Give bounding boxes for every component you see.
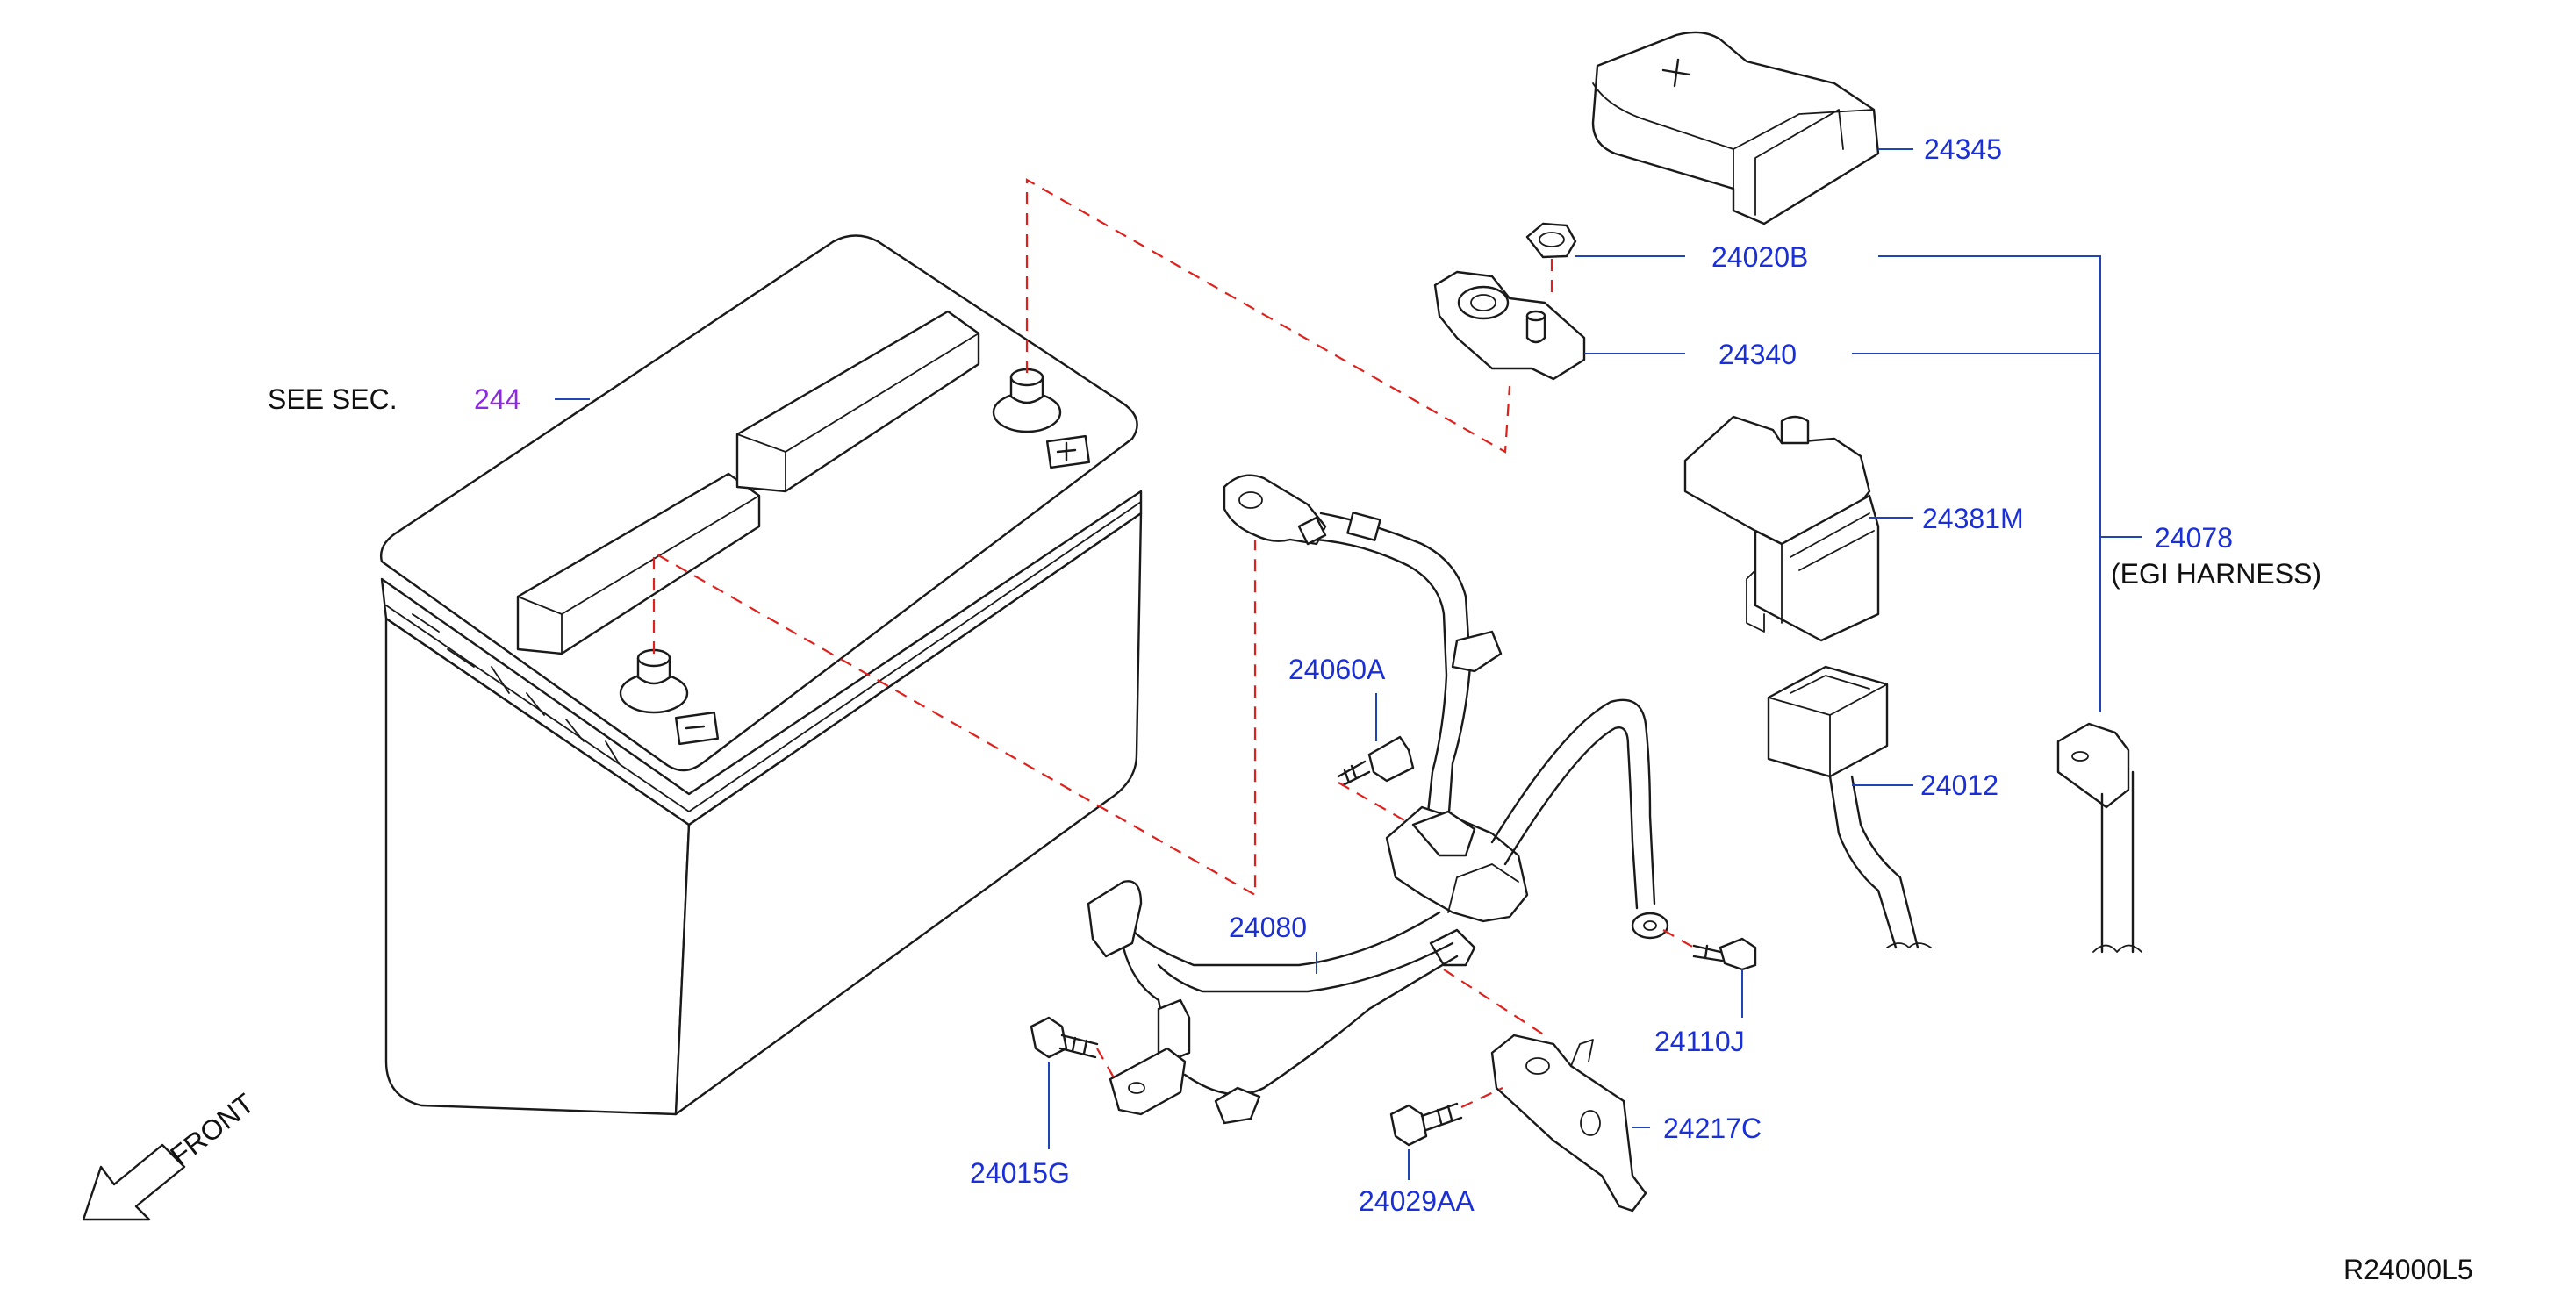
part-number-24217c[interactable]: 24217C <box>1663 1112 1762 1144</box>
part-number-24060a[interactable]: 24060A <box>1288 654 1386 685</box>
part-number-24080[interactable]: 24080 <box>1229 912 1307 943</box>
part-number-24020b[interactable]: 24020B <box>1711 241 1808 273</box>
part-number-24340[interactable]: 24340 <box>1719 339 1797 370</box>
bolt-24060a <box>1337 735 1415 787</box>
bolt-24029aa <box>1389 1102 1463 1147</box>
cable-bracket <box>1490 1034 1647 1213</box>
fuse-holder-24012 <box>1767 665 1932 949</box>
assembly-dashed-lines <box>652 178 1695 1108</box>
battery <box>380 234 1143 1116</box>
part-note-egi-harness: (EGI HARNESS) <box>2111 558 2321 590</box>
terminal-cover <box>1591 31 1880 225</box>
negative-terminal-post <box>619 648 720 746</box>
bolt-24110j <box>1692 937 1757 971</box>
bolt-24015g <box>1030 1016 1099 1059</box>
part-number-24012[interactable]: 24012 <box>1920 769 1998 801</box>
part-number-24078[interactable]: 24078 <box>2155 522 2233 554</box>
leader-lines <box>555 148 2142 1180</box>
lid-ribs <box>412 613 620 764</box>
positive-battery-terminal <box>1433 270 1586 381</box>
drawing-code: R24000L5 <box>2343 1254 2473 1285</box>
see-section-prefix: SEE SEC. <box>268 383 398 415</box>
see-section-number[interactable]: 244 <box>474 383 520 415</box>
terminal-nut <box>1525 222 1577 259</box>
part-number-24345[interactable]: 24345 <box>1924 133 2002 165</box>
front-label: FRONT <box>164 1087 260 1171</box>
part-number-24029aa[interactable]: 24029AA <box>1359 1185 1475 1217</box>
front-direction-arrow <box>82 1143 186 1221</box>
fusible-link-box <box>1683 415 1880 642</box>
part-number-24110j[interactable]: 24110J <box>1654 1026 1745 1057</box>
egi-harness-end <box>2056 722 2142 954</box>
part-number-24015g[interactable]: 24015G <box>970 1157 1070 1189</box>
positive-terminal-post <box>992 368 1091 469</box>
battery-cable-assembly <box>1087 474 1669 1125</box>
part-number-24381m[interactable]: 24381M <box>1922 503 2024 534</box>
